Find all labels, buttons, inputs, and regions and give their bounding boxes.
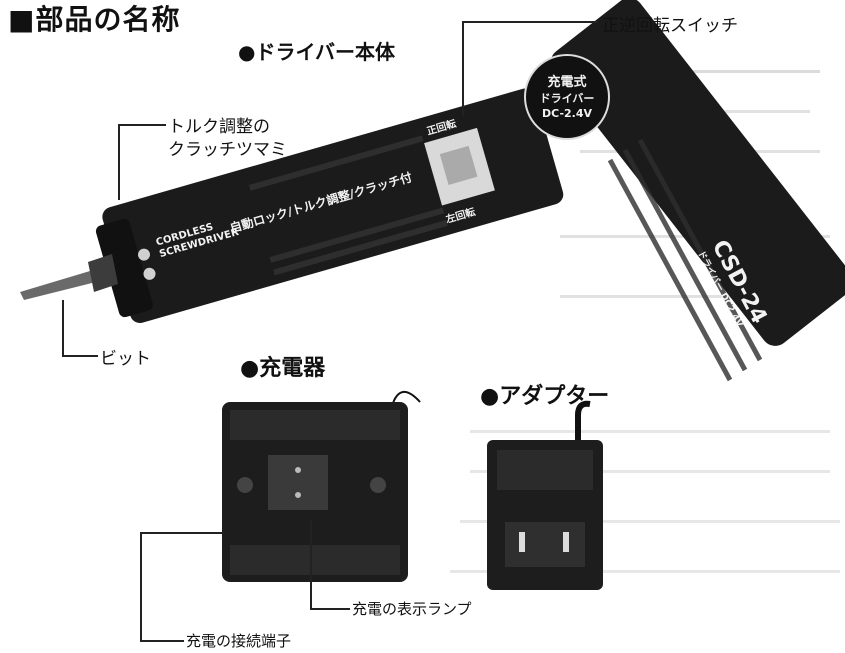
handle-ribs	[607, 138, 763, 382]
section-charger: ●充電器	[240, 356, 326, 381]
leader-line	[140, 532, 142, 642]
leader-line	[140, 640, 184, 642]
plug-pin-icon	[563, 532, 569, 552]
charge-badge: 充電式 ドライバー DC-2.4V	[524, 54, 610, 140]
leader-line	[310, 520, 312, 610]
clutch-knob	[95, 218, 153, 318]
leader-line	[118, 124, 120, 200]
svg-text:DC-2.4V: DC-2.4V	[542, 107, 593, 120]
plug-pin-icon	[519, 532, 525, 552]
driver-bit	[20, 254, 118, 300]
leader-line	[462, 21, 464, 116]
svg-text:ドライバー: ドライバー	[540, 92, 595, 105]
leader-line	[462, 21, 598, 23]
leader-line	[310, 608, 350, 610]
leader-line	[62, 355, 98, 357]
section-driver-body: ●ドライバー本体	[238, 40, 396, 64]
callout-torque-clutch-2: クラッチツマミ	[168, 140, 287, 160]
leader-line	[62, 300, 64, 357]
callout-charge-indicator-lamp: 充電の表示ランプ	[352, 600, 472, 618]
leader-line	[140, 532, 224, 534]
leader-line	[118, 124, 166, 126]
charger-unit	[222, 391, 421, 582]
driver-main-body: CORDLESS SCREWDRIVER 自動ロック/トルク調整/クラッチ付 正…	[95, 88, 564, 323]
driver-handle	[550, 0, 845, 346]
svg-text:充電式: 充電式	[547, 74, 586, 90]
charge-lamp-icon	[295, 467, 301, 473]
adapter-unit	[487, 400, 603, 590]
callout-forward-reverse-switch: 正逆回転スイッチ	[602, 16, 738, 36]
callout-charge-terminal: 充電の接続端子	[186, 632, 292, 650]
callout-torque-clutch-1: トルク調整の	[168, 117, 270, 137]
callout-bit: ビット	[100, 349, 151, 369]
section-adapter: ●アダプター	[480, 384, 610, 409]
page-title: ■部品の名称	[8, 3, 181, 36]
